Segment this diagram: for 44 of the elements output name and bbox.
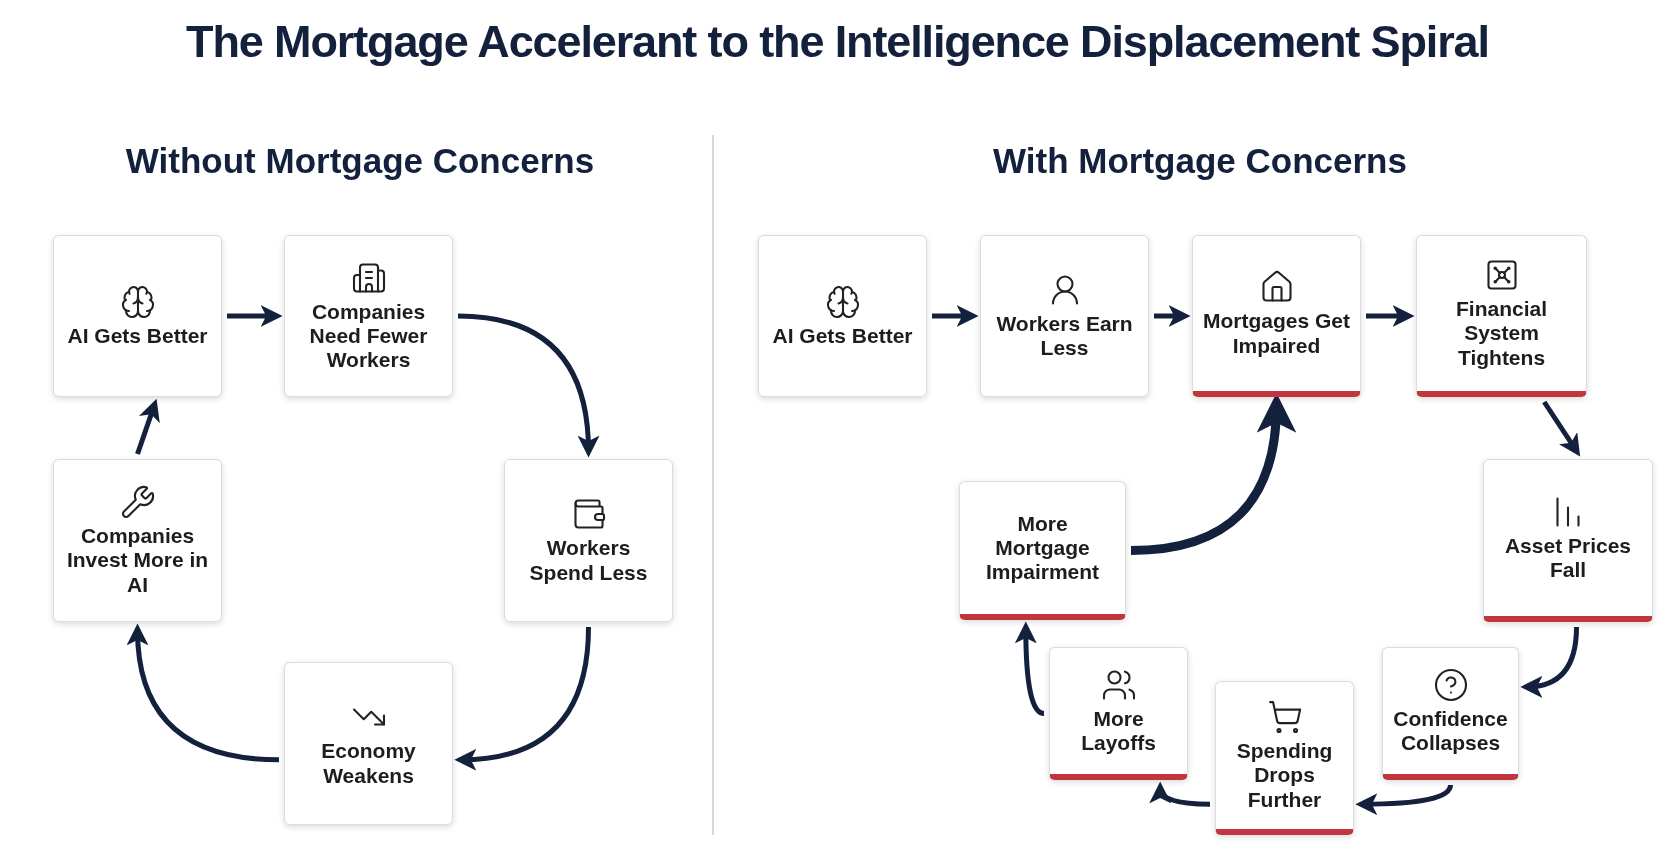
step-label: More Mortgage Impairment — [984, 511, 1101, 585]
arrow — [1542, 400, 1581, 457]
arrow — [135, 398, 160, 455]
step-label: Asset Prices Fall — [1503, 533, 1633, 583]
step-card — [284, 662, 453, 825]
arrow — [1366, 305, 1415, 327]
arrow — [1014, 621, 1045, 716]
arrow — [454, 626, 591, 771]
step-card — [1483, 459, 1653, 622]
step-card — [284, 235, 453, 397]
arrow — [1355, 784, 1453, 816]
step-card — [1192, 235, 1361, 397]
step-label: Companies Need Fewer Workers — [308, 299, 429, 373]
step-label: Mortgages Get Impaired — [1202, 309, 1351, 358]
diagram-title: The Mortgage Accelerant to the Intelligence Displacement Spiral — [185, 15, 1490, 69]
arrow — [1151, 781, 1211, 807]
step-card — [1215, 681, 1354, 835]
step-card — [980, 235, 1149, 397]
arrow — [227, 305, 283, 327]
step-label: More Layoffs — [1080, 706, 1157, 756]
step-card — [53, 459, 222, 622]
arrow — [932, 305, 979, 327]
step-label: Companies Invest More in AI — [65, 524, 210, 597]
arrow — [1154, 305, 1191, 327]
arrow — [457, 313, 599, 458]
step-label: Workers Earn Less — [995, 311, 1134, 361]
step-card — [1416, 235, 1587, 397]
step-label: Workers Spend Less — [528, 536, 649, 585]
step-label: Confidence Collapses — [1392, 706, 1509, 756]
step-card — [1049, 647, 1188, 780]
step-card — [1382, 647, 1519, 780]
step-label: AI Gets Better — [67, 323, 208, 349]
section-heading: With Mortgage Concerns — [992, 140, 1408, 182]
step-label: Spending Drops Further — [1235, 739, 1334, 812]
step-label: Economy Weakens — [320, 739, 417, 788]
step-label: AI Gets Better — [772, 323, 913, 349]
section-heading: Without Mortgage Concerns — [124, 140, 596, 182]
step-label: Financial System Tightens — [1455, 297, 1548, 370]
step-card — [758, 235, 927, 397]
step-card — [959, 481, 1126, 620]
arrow — [1520, 626, 1579, 698]
step-card — [504, 459, 673, 622]
step-card — [53, 235, 222, 397]
arrow — [127, 623, 280, 763]
